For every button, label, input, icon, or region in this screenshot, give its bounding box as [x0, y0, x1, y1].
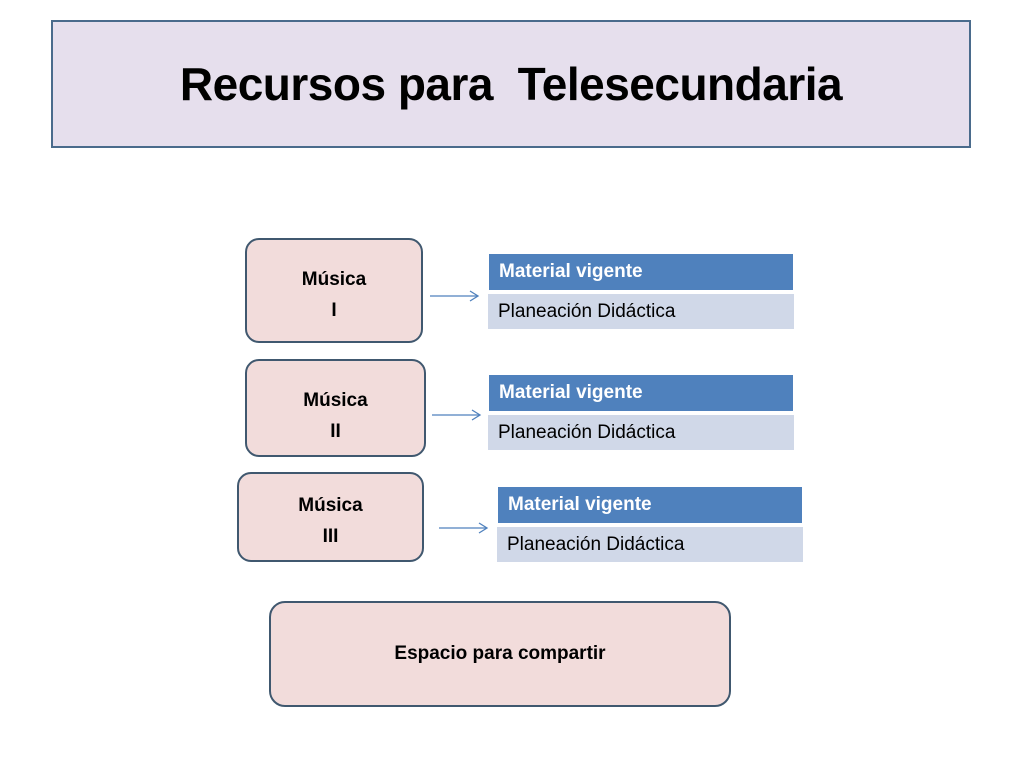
share-space-label: Espacio para compartir — [394, 643, 606, 664]
course-box-musica-1[interactable]: Música I — [245, 238, 423, 343]
arrow-right-icon — [439, 522, 489, 534]
page-title: Recursos para Telesecundaria — [179, 58, 843, 110]
resource-table-musica-3: Material vigente Planeación Didáctica — [497, 486, 803, 562]
arrow-right-icon — [430, 290, 480, 302]
resource-table-musica-1: Material vigente Planeación Didáctica — [488, 253, 794, 329]
course-box-musica-2[interactable]: Música II — [245, 359, 426, 457]
resource-link-planeacion[interactable]: Planeación Didáctica — [497, 524, 803, 562]
title-box: Recursos para Telesecundaria — [51, 20, 971, 148]
course-level: III — [322, 526, 339, 547]
course-box-musica-3[interactable]: Música III — [237, 472, 424, 562]
course-level: II — [330, 421, 341, 442]
resource-link-planeacion[interactable]: Planeación Didáctica — [488, 291, 794, 329]
course-name: Música — [298, 495, 363, 516]
share-space-button[interactable]: Espacio para compartir — [269, 601, 731, 707]
resource-header: Material vigente — [488, 253, 794, 291]
course-level: I — [331, 300, 337, 321]
resource-link-planeacion[interactable]: Planeación Didáctica — [488, 412, 794, 450]
course-name: Música — [301, 269, 367, 290]
course-name: Música — [303, 390, 368, 411]
resource-table-musica-2: Material vigente Planeación Didáctica — [488, 374, 794, 450]
resource-header: Material vigente — [488, 374, 794, 412]
resource-header: Material vigente — [497, 486, 803, 524]
arrow-right-icon — [432, 409, 482, 421]
